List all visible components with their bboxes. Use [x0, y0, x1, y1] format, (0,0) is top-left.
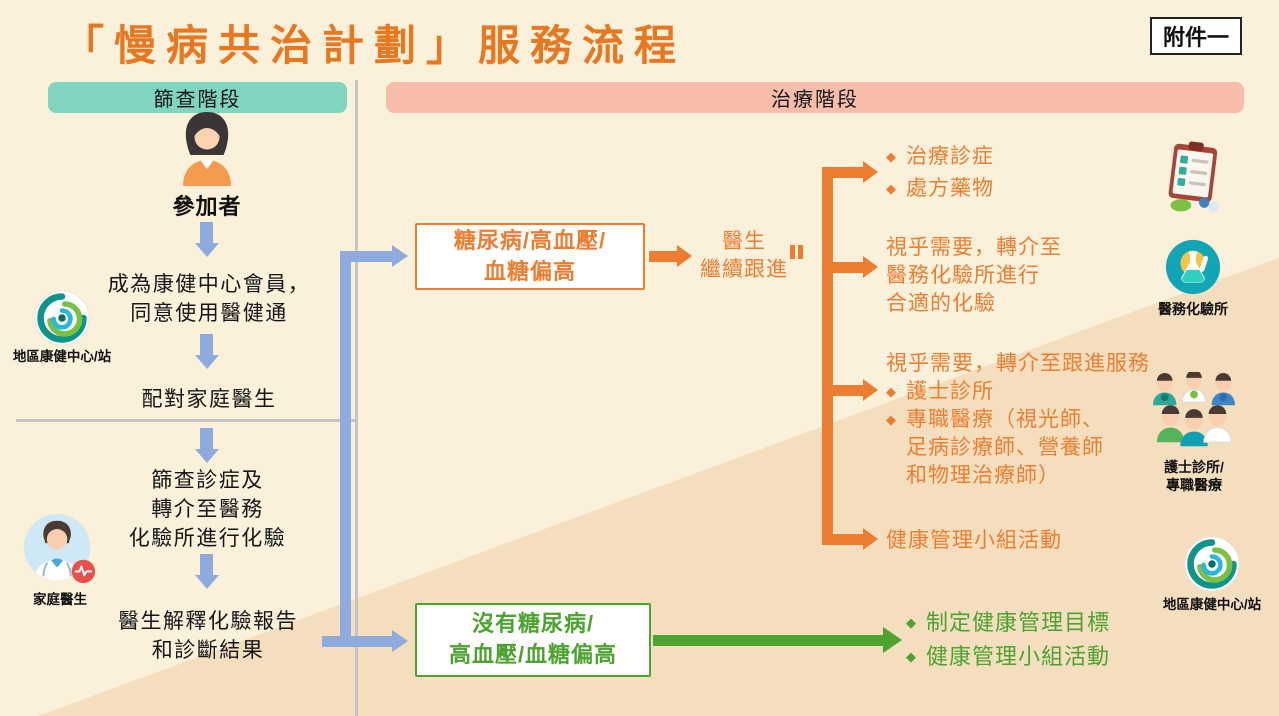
- orange-bracket-arrowhead-4: [863, 528, 878, 550]
- blue-arrowhead-bottom: [392, 630, 408, 652]
- blue-arrowhead-top: [392, 245, 408, 267]
- bullet-row: 制定健康管理目標: [906, 606, 1246, 640]
- condition-diagnosed-text: 糖尿病/高血壓/ 血糖偏高: [453, 227, 607, 284]
- orange-bracket-arm-4: [833, 534, 863, 545]
- condition-healthy-text: 沒有糖尿病/ 高血壓/血糖偏高: [448, 611, 618, 667]
- bullet-text: 健康管理小組活動: [926, 644, 1111, 669]
- diamond-bullet-icon: [886, 406, 897, 434]
- orange-bracket-arrowhead-2: [863, 256, 878, 278]
- orange-bracket-arm-3: [833, 385, 863, 396]
- dhc-logo-icon: [34, 290, 90, 351]
- diamond-bullet-icon: [886, 175, 897, 203]
- bullet-row: 治療診症: [886, 143, 1186, 171]
- nurse-allied-caption: 護士診所/ 專職醫療: [1164, 459, 1224, 494]
- bullet-text: 制定健康管理目標: [926, 610, 1111, 635]
- down-arrow-1: [194, 222, 219, 257]
- screening-divider-line: [16, 419, 356, 422]
- step-explain-report: 醫生解釋化驗報告 和診斷結果: [118, 610, 298, 662]
- lab-referral-text: 視乎需要，轉介至 醫務化驗所進行 合適的化驗: [886, 236, 1062, 315]
- orange-bracket-arm-1: [833, 167, 863, 178]
- step-become-member: 成為康健中心會員， 同意使用醫健通: [107, 273, 311, 325]
- bullet-row: 健康管理小組活動: [906, 640, 1246, 674]
- green-arrow-shaft: [653, 635, 883, 646]
- participant-label: 參加者: [172, 194, 242, 219]
- orange-link-tick-2: [798, 245, 803, 259]
- clipboard-medication-icon: [1162, 140, 1228, 219]
- blue-connector-bottom-shaft: [348, 636, 394, 647]
- condition-healthy-box: 沒有糖尿病/ 高血壓/血糖偏高: [415, 603, 651, 677]
- orange-link-tick-1: [790, 245, 795, 259]
- bullet-text: 治療診症: [906, 145, 994, 168]
- step-match-doctor: 配對家庭醫生: [141, 388, 277, 411]
- diamond-bullet-icon: [906, 606, 917, 640]
- diamond-bullet-icon: [886, 143, 897, 171]
- condition-diagnosed-box: 糖尿病/高血壓/ 血糖偏高: [415, 223, 645, 290]
- diamond-bullet-icon: [906, 640, 917, 674]
- down-arrow-4: [194, 554, 219, 589]
- diamond-bullet-icon: [886, 378, 897, 406]
- family-doctor-caption: 家庭醫生: [33, 592, 87, 607]
- blue-connector-spine: [340, 251, 351, 647]
- treatment-phase-header: 治療階段: [386, 82, 1244, 113]
- down-arrow-3: [194, 428, 219, 463]
- medical-laboratory-icon: [1164, 238, 1222, 301]
- bullet-row: 護士診所: [886, 378, 1206, 406]
- dhc-caption-2: 地區康健中心/站: [1162, 597, 1262, 612]
- orange-bracket-arm-2: [833, 262, 863, 273]
- orange-bracket-arrowhead-1: [863, 161, 878, 183]
- bullet-text: 護士診所: [906, 380, 994, 403]
- bullet-text: 處方藥物: [906, 177, 994, 200]
- orange-bracket-arrowhead-3: [863, 379, 878, 401]
- followup-services-block: 視乎需要，轉介至跟進服務 護士診所 專職醫療（視光師、 足病診療師、營養師 和物…: [886, 350, 1206, 490]
- attachment-badge: 附件一: [1150, 17, 1242, 55]
- lab-caption: 醫務化驗所: [1158, 301, 1228, 317]
- doctor-followup-label: 醫生 繼續跟進: [700, 230, 788, 281]
- bullet-row: 專職醫療（視光師、 足病診療師、營養師 和物理治療師）: [886, 406, 1206, 490]
- orange-arrowhead: [677, 245, 692, 267]
- treatment-bullets-block: 治療診症 處方藥物: [886, 143, 1186, 203]
- down-arrow-2: [194, 334, 219, 369]
- orange-arrow-shaft: [649, 251, 677, 262]
- healthy-outcomes-block: 制定健康管理目標 健康管理小組活動: [906, 606, 1246, 674]
- bullet-row: 處方藥物: [886, 175, 1186, 203]
- followup-services-intro: 視乎需要，轉介至跟進服務: [886, 352, 1150, 375]
- bullet-text: 專職醫療（視光師、 足病診療師、營養師 和物理治療師）: [906, 408, 1104, 487]
- page-title: 「慢病共治計劃」服務流程: [62, 22, 687, 69]
- blue-connector-top-shaft: [348, 251, 394, 262]
- dhc-logo-icon-2: [1184, 536, 1240, 597]
- participant-icon: [178, 110, 236, 191]
- green-arrowhead: [883, 627, 902, 653]
- dhc-caption: 地區康健中心/站: [12, 349, 112, 364]
- phase-divider-line: [355, 80, 358, 716]
- blue-connector-stub: [322, 636, 340, 647]
- group-activity-text: 健康管理小組活動: [886, 529, 1062, 552]
- orange-bracket-spine: [822, 167, 833, 545]
- step-screening-consult: 篩查診症及 轉介至醫務 化驗所進行化驗: [128, 469, 287, 550]
- nurse-allied-team-icon: [1148, 370, 1240, 459]
- screening-phase-header: 篩查階段: [48, 82, 347, 113]
- family-doctor-icon: [22, 512, 98, 593]
